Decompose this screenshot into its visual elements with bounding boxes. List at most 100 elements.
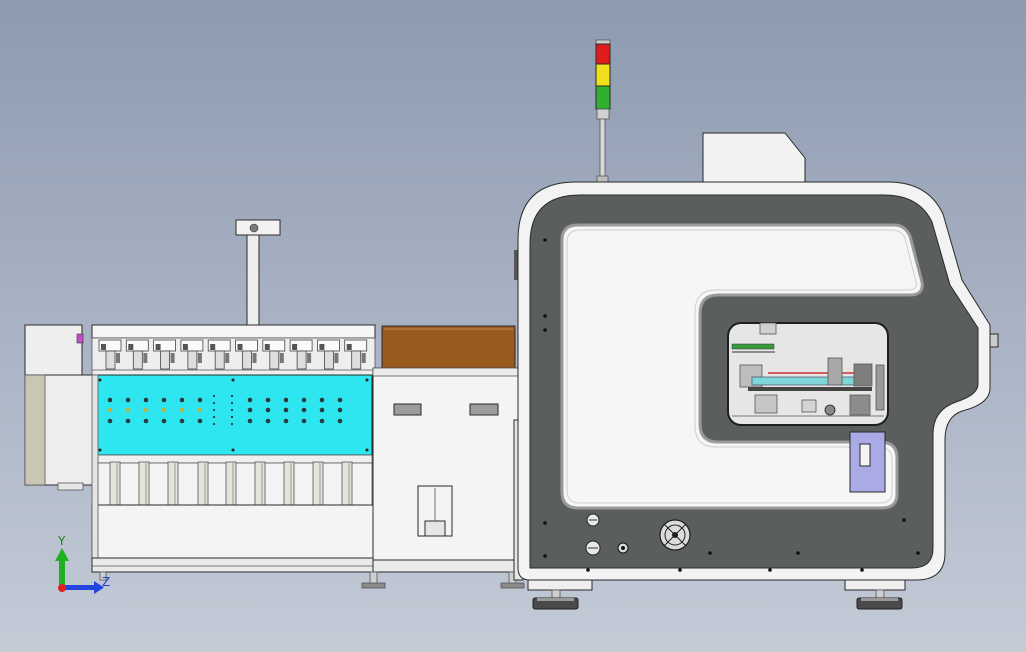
- panel-pin-hole: [230, 422, 234, 426]
- gripper-pin: [334, 353, 339, 363]
- feed-tube: [109, 461, 121, 506]
- gripper-clamp: [210, 344, 216, 350]
- gripper-row: [92, 339, 375, 371]
- panel-pin-hole: [230, 401, 234, 405]
- panel-hole-array: [98, 378, 369, 452]
- panel-screw: [98, 448, 102, 452]
- signal-tower-pole: [599, 117, 606, 183]
- left-base-strip: [91, 557, 374, 573]
- panel-pin-hole: [212, 394, 216, 398]
- mech-right-post: [875, 364, 885, 411]
- panel-hole: [247, 397, 253, 403]
- gripper-pin: [361, 353, 366, 363]
- feed-tube: [283, 461, 295, 506]
- right-foot-pad-2-top: [861, 598, 898, 601]
- triad-z-label: Z: [102, 575, 110, 589]
- panel-pin-hole: [230, 415, 234, 419]
- band-screw: [916, 551, 920, 555]
- control-knob-upper: [586, 513, 600, 527]
- control-knob-lower: [585, 540, 601, 556]
- band-screw: [543, 314, 547, 318]
- feed-tube: [167, 461, 179, 506]
- triad-y-shaft: [59, 560, 65, 588]
- right-base-left: [527, 579, 593, 591]
- gripper-clamp: [292, 344, 298, 350]
- left-frame-upright: [91, 374, 99, 559]
- triad-y-arrowhead: [55, 548, 69, 561]
- lavender-panel-latch: [859, 443, 871, 467]
- mech-lower-wheel: [824, 404, 836, 416]
- left-foot-stem-1: [369, 571, 378, 585]
- side-latch-knob: [989, 333, 999, 348]
- gripper-finger: [242, 350, 252, 370]
- gripper-clamp: [264, 344, 270, 350]
- band-screw: [678, 568, 682, 572]
- panel-hole: [179, 397, 185, 403]
- triad-y-label: Y: [57, 534, 66, 548]
- panel-hole: [107, 407, 113, 413]
- panel-screw: [98, 378, 102, 382]
- panel-hole: [197, 397, 203, 403]
- gripper-clamp: [101, 344, 106, 350]
- panel-hole: [301, 407, 307, 413]
- panel-hole: [125, 397, 131, 403]
- panel-hole: [247, 407, 253, 413]
- signal-light-red: [595, 43, 611, 65]
- gripper-finger: [296, 350, 307, 370]
- mech-center-block: [827, 357, 843, 386]
- fan-hub: [672, 532, 678, 538]
- cabinet-vent-right: [469, 403, 499, 416]
- gripper-pin: [307, 353, 312, 363]
- feed-tube: [197, 461, 209, 506]
- panel-hole: [179, 418, 185, 424]
- gripper-pin: [143, 353, 148, 363]
- band-screw: [860, 568, 864, 572]
- gripper-finger: [323, 350, 334, 370]
- fan-grille-icon: [659, 519, 691, 551]
- panel-pin-hole: [212, 415, 216, 419]
- left-lower-panel: [91, 504, 374, 559]
- left-magenta-fitting: [76, 333, 84, 344]
- mech-cyan-bar: [751, 376, 871, 386]
- panel-hole: [107, 397, 113, 403]
- band-screw: [543, 521, 547, 525]
- panel-pin-hole: [230, 408, 234, 412]
- left-foot-stem-3: [99, 571, 107, 581]
- panel-hole: [265, 418, 271, 424]
- band-screw: [543, 238, 547, 242]
- connector-upper-bracket: [514, 250, 519, 280]
- panel-hole: [161, 407, 167, 413]
- gripper-clamp: [346, 344, 352, 350]
- panel-pin-hole: [212, 422, 216, 426]
- band-screw-set: [543, 238, 920, 572]
- panel-hole: [319, 418, 325, 424]
- gripper-pin: [197, 353, 202, 363]
- left-module: [24, 219, 525, 589]
- gripper-finger: [269, 350, 280, 370]
- feed-tube: [225, 461, 237, 506]
- gripper-finger: [132, 350, 143, 370]
- band-screw: [543, 554, 547, 558]
- gripper-finger: [187, 350, 198, 370]
- panel-hole: [161, 418, 167, 424]
- mech-green-rail: [731, 343, 775, 350]
- right-foot-pad-1-top: [537, 598, 574, 601]
- cabinet-vent-left: [393, 403, 422, 416]
- signal-tower-mount: [596, 175, 609, 183]
- mech-lower-block: [754, 394, 778, 414]
- panel-hole: [125, 418, 131, 424]
- feeder-top-plate: [91, 324, 376, 339]
- panel-screw: [231, 448, 235, 452]
- sensor-post: [246, 232, 260, 326]
- mech-base-plate: [849, 394, 871, 416]
- panel-hole: [197, 407, 203, 413]
- cyan-feeder-panel: [94, 374, 373, 456]
- right-module: [517, 39, 999, 610]
- feed-tube: [138, 461, 150, 506]
- panel-hole: [283, 407, 289, 413]
- mech-dark-bar: [748, 387, 872, 391]
- gripper-pin: [252, 353, 257, 363]
- gripper-clamp: [128, 344, 134, 350]
- middle-cabinet-lip: [372, 367, 521, 377]
